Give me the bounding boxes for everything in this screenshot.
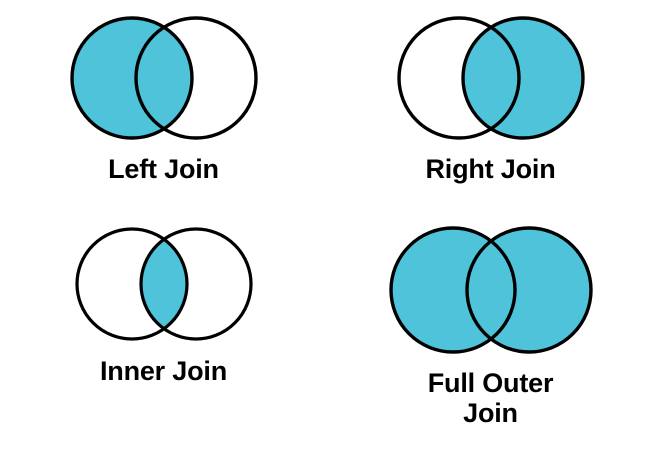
join-cell-inner-join[interactable]: Inner Join bbox=[0, 214, 327, 474]
left-circle-outline bbox=[69, 16, 194, 140]
venn-right-join bbox=[327, 14, 654, 142]
venn-diagram-full-outer-join bbox=[388, 226, 593, 354]
right-circle-outline bbox=[133, 16, 258, 140]
left-circle-outline bbox=[74, 227, 189, 341]
join-label-left-join: Left Join bbox=[108, 154, 219, 184]
venn-diagram-inner-join bbox=[74, 227, 253, 341]
venn-inner-join bbox=[0, 225, 327, 343]
join-cell-right-join[interactable]: Right Join bbox=[327, 0, 654, 214]
venn-left-join bbox=[0, 14, 327, 142]
right-circle-outline bbox=[464, 226, 593, 354]
overlap-region bbox=[140, 229, 187, 339]
join-label-full-outer-join: Full Outer Join bbox=[427, 368, 554, 429]
join-label-inner-join: Inner Join bbox=[99, 356, 227, 386]
right-circle-fill bbox=[466, 228, 591, 352]
join-label-right-join: Right Join bbox=[425, 154, 556, 184]
venn-diagram-left-join bbox=[69, 16, 258, 140]
left-circle-outline bbox=[396, 16, 521, 140]
overlap-region bbox=[135, 18, 192, 138]
venn-diagram-right-join bbox=[396, 16, 585, 140]
overlap-region bbox=[462, 18, 519, 138]
right-circle-outline bbox=[138, 227, 253, 341]
join-cell-left-join[interactable]: Left Join bbox=[0, 0, 327, 214]
join-cell-full-outer-join[interactable]: Full Outer Join bbox=[327, 214, 654, 474]
left-circle-outline bbox=[388, 226, 517, 354]
right-circle-outline bbox=[460, 16, 585, 140]
venn-full-outer-join bbox=[327, 225, 654, 355]
